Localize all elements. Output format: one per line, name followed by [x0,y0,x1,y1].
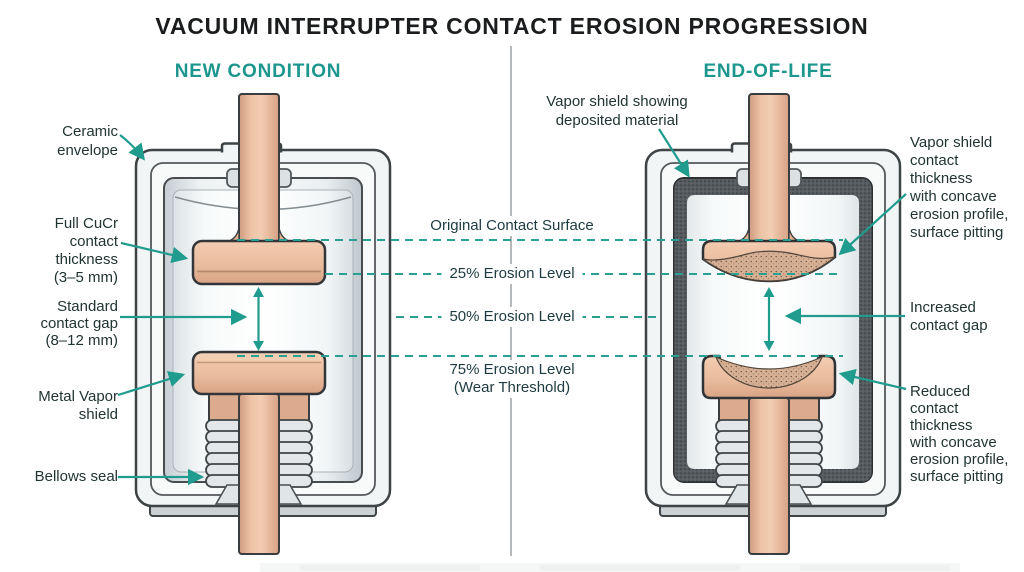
left-lower-stem [238,393,280,555]
heading-new-condition: NEW CONDITION [174,61,342,82]
label-full-cucr-thickness: Full CuCr contact thickness (3–5 mm) [53,215,118,286]
label-75-erosion-level: 75% Erosion Level (Wear Threshold) [441,360,583,398]
heading-end-of-life: END-OF-LIFE [703,61,833,82]
callout-arrows [117,128,907,486]
left-upper-stem [238,93,280,243]
label-bellows-seal: Bellows seal [34,468,118,485]
label-50-erosion-level: 50% Erosion Level [441,307,583,327]
reduced-contact-arrow [838,368,907,391]
label-deposited-material: Vapor shield showing deposited material [546,93,688,129]
label-increased-contact-gap: Increased contact gap [910,299,988,334]
label-reduced-contact-thickness: Reduced contact thickness with concave e… [910,383,1009,485]
metal-vapor-shield-arrow [117,371,186,397]
label-metal-vapor-shield: Metal Vapor shield [38,388,118,423]
vapor-contact-arrow [838,193,907,256]
label-standard-contact-gap: Standard contact gap (8–12 mm) [40,298,118,349]
label-25-erosion-level: 25% Erosion Level [441,264,583,284]
right-device [644,93,902,555]
label-original-contact-surface: Original Contact Surface [422,216,602,236]
contact-gap-arrows [253,287,775,351]
ceramic-envelope-arrow [119,134,146,161]
full-cucr-arrow [120,241,189,264]
page-title: VACUUM INTERRUPTER CONTACT EROSION PROGR… [155,13,869,39]
bottom-faint-strip [260,563,960,572]
deposited-material-arrow [658,128,690,178]
label-vapor-shield-contact: Vapor shield contact thickness with conc… [910,134,1009,241]
label-ceramic-envelope: Ceramic envelope [57,123,118,159]
right-upper-stem [748,93,790,243]
right-lower-stem [748,397,790,555]
left-device [134,93,392,555]
